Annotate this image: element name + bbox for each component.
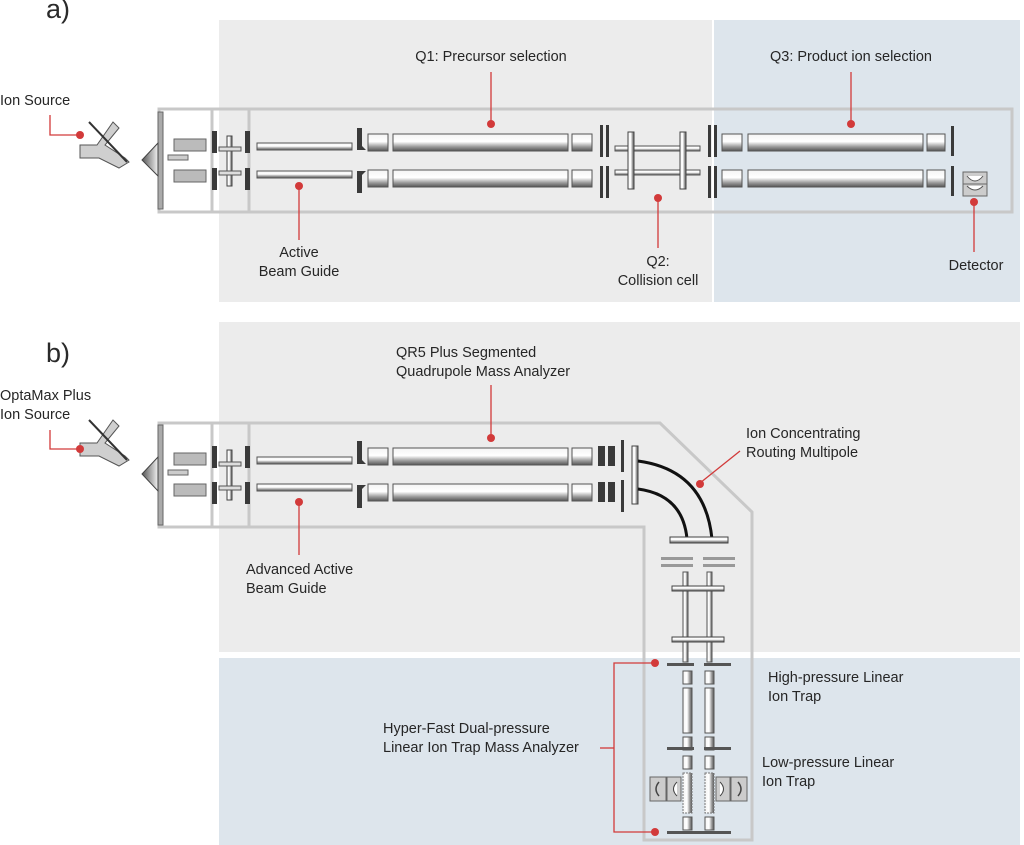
leader-dot	[696, 480, 704, 488]
advanced-active-beam-guide-b	[256, 456, 353, 492]
panel-a-tag: a)	[46, 0, 71, 24]
leader-dot	[651, 828, 659, 836]
source-cone-a	[141, 111, 250, 210]
leader-dot	[487, 434, 495, 442]
label-beam-guide-a-2: Beam Guide	[258, 264, 340, 280]
label-ion-source-b-1: OptaMax Plus	[0, 388, 92, 404]
label-detector: Detector	[948, 258, 1004, 274]
leader-dot	[847, 120, 855, 128]
label-q2-1: Q2:	[646, 254, 670, 270]
leader-dot	[651, 659, 659, 667]
label-high-trap-1: High-pressure Linear	[768, 670, 904, 686]
panel-b-blue-region	[219, 658, 1020, 845]
label-routing-2: Routing Multipole	[746, 445, 859, 461]
label-analyzer-1: Hyper-Fast Dual-pressure	[383, 721, 550, 737]
label-low-trap-1: Low-pressure Linear	[762, 755, 895, 771]
trap-detectors-b	[649, 776, 748, 802]
active-beam-guide-a	[256, 142, 353, 179]
source-cone-b	[141, 424, 250, 526]
label-qr5-2: Quadrupole Mass Analyzer	[396, 364, 571, 380]
label-routing-1: Ion Concentrating	[746, 426, 861, 442]
routing-multipole-b	[631, 445, 735, 567]
q1-quadrupole-a	[357, 125, 609, 198]
leader-dot	[76, 445, 84, 453]
qr5-segmented-quadrupole-b	[357, 440, 624, 512]
label-ion-source-a: Ion Source	[0, 93, 71, 109]
leader-dot	[970, 198, 978, 206]
panel-b-housing	[157, 421, 754, 842]
panel-b-tag: b)	[46, 338, 71, 368]
leader-dot	[654, 194, 662, 202]
leader-dot	[295, 182, 303, 190]
leader-lines-a	[49, 72, 975, 252]
label-ion-source-b-2: Ion Source	[0, 407, 71, 423]
label-analyzer-2: Linear Ion Trap Mass Analyzer	[383, 740, 579, 756]
label-q1: Q1: Precursor selection	[415, 49, 567, 65]
leader-dots-b	[76, 434, 704, 836]
dual-pressure-ion-trap-b	[667, 663, 731, 834]
label-low-trap-2: Ion Trap	[762, 774, 816, 790]
label-q3: Q3: Product ion selection	[769, 49, 932, 65]
panel-a-blue-region	[714, 20, 1020, 302]
q3-quadrupole-a	[721, 126, 954, 196]
transfer-multipole-b	[671, 571, 725, 663]
q2-collision-cell-a	[614, 125, 717, 198]
label-qr5-1: QR5 Plus Segmented	[396, 345, 537, 361]
label-beam-guide-b-1: Advanced Active	[246, 562, 354, 578]
leader-dot	[295, 498, 303, 506]
label-high-trap-2: Ion Trap	[768, 689, 822, 705]
leader-dots-a	[76, 120, 978, 206]
ion-source-sprayer-b	[79, 419, 130, 467]
label-beam-guide-b-2: Beam Guide	[246, 581, 327, 597]
leader-dot	[76, 131, 84, 139]
ion-source-sprayer-a	[79, 121, 130, 169]
leader-dot	[487, 120, 495, 128]
label-beam-guide-a-1: Active	[279, 245, 319, 261]
label-q2-2: Collision cell	[617, 273, 699, 289]
detector-a	[962, 171, 988, 197]
leader-lines-b	[49, 385, 741, 833]
